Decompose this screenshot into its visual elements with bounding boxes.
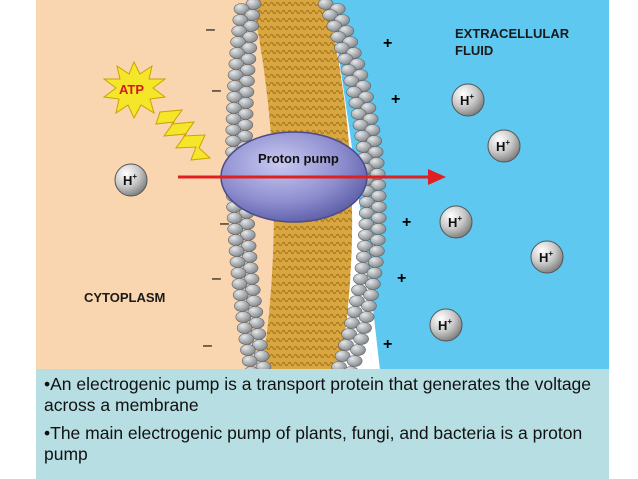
phospholipid-head [228, 234, 244, 246]
phospholipid-head [229, 256, 246, 268]
phospholipid-head [350, 344, 366, 356]
phospholipid-head [234, 300, 250, 312]
minus-sign: – [220, 215, 229, 232]
phospholipid-head [367, 256, 384, 268]
phospholipid-head [241, 355, 258, 367]
phospholipid-head [343, 75, 360, 87]
plus-sign: + [383, 336, 392, 353]
plus-sign: + [391, 91, 400, 108]
phospholipid-head [341, 328, 357, 340]
phospholipid-head [338, 339, 354, 351]
phospholipid-head [344, 317, 360, 329]
phospholipid-head [317, 0, 334, 10]
phospholipid-head [358, 311, 375, 323]
plus-sign: + [383, 35, 392, 52]
phospholipid-head [330, 31, 347, 43]
phospholipid-head [326, 20, 343, 32]
minus-sign: – [203, 337, 212, 354]
lipid-bilayer [225, 0, 387, 378]
phospholipid-head [353, 333, 369, 345]
plus-sign: + [397, 270, 406, 287]
phospholipid-head [346, 355, 363, 367]
phospholipid-head [238, 333, 255, 345]
phospholipid-head [340, 64, 357, 76]
phospholipid-head [369, 234, 386, 246]
caption-box: •An electrogenic pump is a transport pro… [36, 369, 609, 479]
minus-sign: – [206, 21, 215, 38]
phospholipid-head [240, 344, 256, 356]
phospholipid-head [232, 289, 249, 301]
phospholipid-head [366, 267, 383, 279]
phospholipid-head [228, 245, 245, 257]
plus-sign: + [402, 214, 411, 231]
phospholipid-head [356, 322, 372, 334]
minus-sign: – [212, 270, 221, 287]
membrane-charges: – – – – – + + + + + [203, 21, 411, 354]
proton-ion: H+ [487, 129, 521, 163]
phospholipid-head [370, 223, 387, 235]
phospholipid-head [333, 42, 350, 54]
phospholipid-head [365, 278, 381, 290]
proton-ion: H+ [451, 83, 485, 117]
atp-burst: ATP [102, 60, 167, 120]
atp-label: ATP [119, 82, 144, 97]
phospholipid-head [227, 223, 243, 235]
phospholipid-head [369, 245, 385, 257]
phospholipid-head [361, 300, 377, 312]
proton-ion: H+ [114, 163, 148, 197]
cytoplasm-label: CYTOPLASM [84, 290, 165, 305]
proton-ion: H+ [530, 240, 564, 274]
phospholipid-head [334, 350, 351, 362]
atp-star [102, 60, 167, 120]
phospholipid-head [231, 278, 248, 290]
extracellular-label: FLUID [455, 43, 493, 58]
minus-sign: – [212, 82, 221, 99]
caption-bullet: •The main electrogenic pump of plants, f… [44, 423, 583, 464]
phospholipid-head [337, 53, 354, 65]
phospholipid-head [226, 212, 243, 224]
transport-arrow [178, 169, 446, 185]
extracellular-label: EXTRACELLULAR [455, 26, 570, 41]
proton-ions: H+H+H+H+H+H+ [114, 83, 564, 342]
phospholipid-head [346, 306, 363, 318]
proton-ion: H+ [429, 308, 463, 342]
lightning-bolt-icon [155, 109, 212, 161]
phospholipid-heads-outer [317, 0, 387, 378]
proton-ion: H+ [439, 205, 473, 239]
phospholipid-head [235, 311, 252, 323]
phospholipid-head [230, 267, 247, 279]
phospholipid-head [322, 9, 338, 21]
phospholipid-head [363, 289, 379, 301]
phospholipid-head [236, 322, 253, 334]
proton-pump-label: Proton pump [258, 151, 339, 166]
caption-bullet: •An electrogenic pump is a transport pro… [44, 374, 592, 415]
